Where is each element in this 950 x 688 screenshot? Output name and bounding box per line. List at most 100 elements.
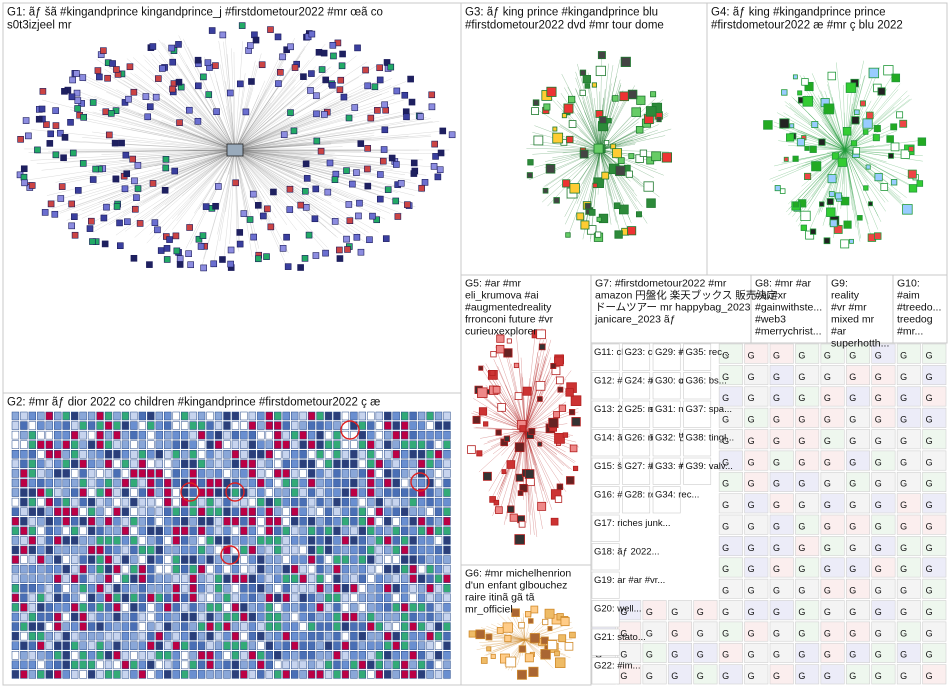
grid-node[interactable] [342,536,349,544]
grid-node[interactable] [12,623,19,631]
grid-node[interactable] [232,517,239,525]
grid-node[interactable] [54,575,61,583]
grid-node[interactable] [80,441,87,449]
network-node[interactable] [167,237,173,243]
grid-node[interactable] [240,661,247,669]
grid-node[interactable] [418,623,425,631]
grid-node[interactable] [29,613,36,621]
grid-node[interactable] [54,623,61,631]
network-node[interactable] [337,256,343,262]
grid-node[interactable] [71,670,78,678]
grid-node[interactable] [215,623,222,631]
network-node[interactable] [247,43,253,49]
grid-node[interactable] [173,412,180,420]
grid-node[interactable] [130,613,137,621]
grid-node[interactable] [114,556,121,564]
grid-node[interactable] [147,412,154,420]
grid-node[interactable] [139,632,146,640]
network-node[interactable] [205,60,211,66]
grid-node[interactable] [181,431,188,439]
grid-node[interactable] [71,460,78,468]
network-node[interactable] [344,168,350,174]
network-node[interactable] [505,635,511,641]
grid-node[interactable] [435,469,442,477]
grid-node[interactable] [257,508,264,516]
grid-node[interactable] [207,479,214,487]
grid-node[interactable] [283,623,290,631]
grid-node[interactable] [224,460,231,468]
grid-node[interactable] [393,632,400,640]
grid-node[interactable] [444,517,451,525]
grid-node[interactable] [215,670,222,678]
grid-node[interactable] [71,508,78,516]
network-node[interactable] [504,349,512,357]
grid-node[interactable] [198,508,205,516]
grid-node[interactable] [266,642,273,650]
grid-node[interactable] [418,527,425,535]
network-node[interactable] [449,132,455,138]
grid-node[interactable] [350,613,357,621]
grid-node[interactable] [122,556,129,564]
grid-node[interactable] [105,469,112,477]
network-node[interactable] [264,206,270,212]
network-node[interactable] [288,44,294,50]
network-node[interactable] [237,81,243,87]
grid-node[interactable] [181,632,188,640]
grid-node[interactable] [63,642,70,650]
grid-node[interactable] [46,584,53,592]
network-node[interactable] [113,176,119,182]
grid-node[interactable] [317,460,324,468]
grid-node[interactable] [147,441,154,449]
network-node[interactable] [69,201,75,207]
grid-node[interactable] [291,536,298,544]
grid-node[interactable] [190,527,197,535]
grid-node[interactable] [334,670,341,678]
grid-node[interactable] [80,536,87,544]
network-node[interactable] [131,178,137,184]
grid-node[interactable] [181,441,188,449]
grid-node[interactable] [384,412,391,420]
network-node[interactable] [473,416,480,423]
network-node[interactable] [403,114,409,120]
grid-node[interactable] [266,479,273,487]
grid-node[interactable] [181,469,188,477]
grid-node[interactable] [20,565,27,573]
network-node[interactable] [469,631,475,637]
grid-node[interactable] [350,527,357,535]
grid-node[interactable] [139,450,146,458]
grid-node[interactable] [240,575,247,583]
network-node[interactable] [551,518,558,525]
grid-node[interactable] [367,479,374,487]
grid-node[interactable] [147,651,154,659]
grid-node[interactable] [283,642,290,650]
network-node[interactable] [570,184,579,193]
grid-node[interactable] [444,613,451,621]
network-node[interactable] [336,247,342,253]
grid-node[interactable] [80,469,87,477]
grid-node[interactable] [240,623,247,631]
grid-node[interactable] [401,594,408,602]
grid-node[interactable] [130,450,137,458]
grid-node[interactable] [80,479,87,487]
grid-node[interactable] [240,565,247,573]
grid-node[interactable] [156,661,163,669]
grid-node[interactable] [80,632,87,640]
grid-node[interactable] [444,498,451,506]
grid-node[interactable] [384,489,391,497]
grid-node[interactable] [130,479,137,487]
grid-node[interactable] [401,575,408,583]
grid-node[interactable] [274,469,281,477]
network-node[interactable] [330,53,336,59]
grid-node[interactable] [29,498,36,506]
grid-node[interactable] [215,527,222,535]
grid-node[interactable] [283,575,290,583]
network-node[interactable] [306,232,312,238]
grid-node[interactable] [37,517,44,525]
grid-node[interactable] [130,642,137,650]
grid-node[interactable] [46,575,53,583]
network-node[interactable] [368,115,374,121]
grid-node[interactable] [427,632,434,640]
grid-node[interactable] [37,623,44,631]
network-node[interactable] [636,212,641,217]
grid-node[interactable] [88,651,95,659]
